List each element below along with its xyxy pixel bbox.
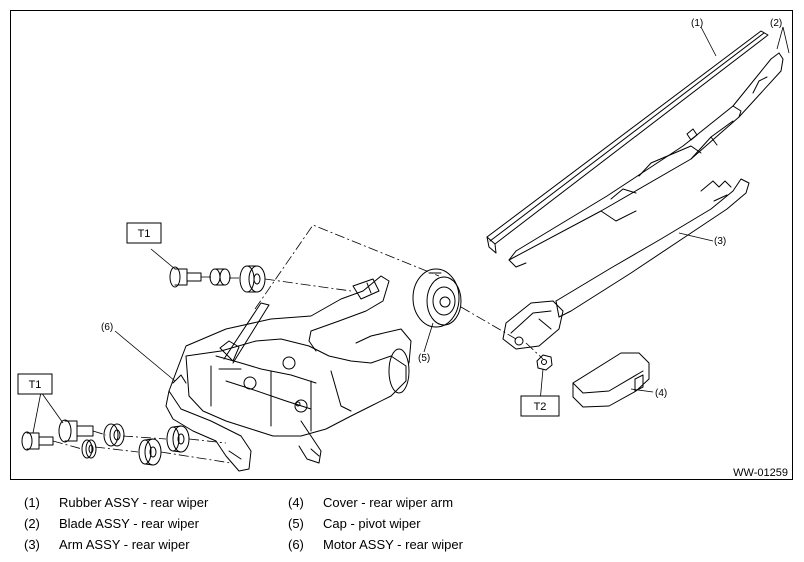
- assembly-lines: [52, 224, 544, 464]
- lower-grommets: [138, 425, 190, 466]
- t2-box: T2: [520, 395, 560, 417]
- t2-nut: [536, 354, 553, 371]
- legend-number: (3): [24, 537, 40, 552]
- t1-upper-box: T1: [126, 222, 162, 244]
- figure-id: WW-01259: [733, 467, 788, 479]
- t1-lower-bolt-1: [21, 431, 54, 451]
- leader-lines: [32, 26, 790, 434]
- legend-text: Cap - pivot wiper: [323, 516, 421, 531]
- upper-bushing: [209, 268, 231, 286]
- callout-3: (3): [714, 236, 726, 247]
- legend-text: Blade ASSY - rear wiper: [59, 516, 199, 531]
- lower-washers: [81, 423, 125, 459]
- callout-4: (4): [655, 388, 667, 399]
- legend-text: Arm ASSY - rear wiper: [59, 537, 190, 552]
- figure-frame: T1 T1 T2 (1) (2) (3) (4) (5) (6) WW-0125…: [10, 10, 793, 480]
- callout-5: (5): [418, 353, 430, 364]
- svg-text:T1: T1: [29, 379, 42, 391]
- callout-6: (6): [101, 322, 113, 333]
- legend-text: Cover - rear wiper arm: [323, 495, 454, 510]
- legend-text: Motor ASSY - rear wiper: [323, 537, 463, 552]
- t1-upper-bolt: [169, 266, 202, 288]
- pivot-cap: [412, 268, 462, 328]
- legend-number: (4): [288, 495, 304, 510]
- legend-number: (1): [24, 495, 40, 510]
- callout-2: (2): [770, 18, 782, 29]
- exploded-diagram: T1 T1 T2 (1) (2) (3) (4) (5) (6) WW-0125…: [17, 18, 790, 479]
- svg-text:T1: T1: [138, 228, 151, 240]
- t1-lower-box: T1: [17, 373, 53, 395]
- wiper-arm: [502, 178, 750, 350]
- wiper-blade-assembly: [486, 30, 784, 268]
- wiper-motor-assembly: [165, 275, 412, 472]
- wiper-arm-cover: [572, 352, 650, 408]
- svg-text:T2: T2: [534, 401, 547, 413]
- upper-grommet: [239, 265, 266, 293]
- legend-text: Rubber ASSY - rear wiper: [59, 495, 209, 510]
- callout-1: (1): [691, 18, 703, 29]
- legend-number: (5): [288, 516, 304, 531]
- t1-lower-bolt-2: [58, 419, 94, 443]
- legend-number: (2): [24, 516, 40, 531]
- legend-number: (6): [288, 537, 304, 552]
- parts-legend: (1) Rubber ASSY - rear wiper (2) Blade A…: [0, 488, 804, 558]
